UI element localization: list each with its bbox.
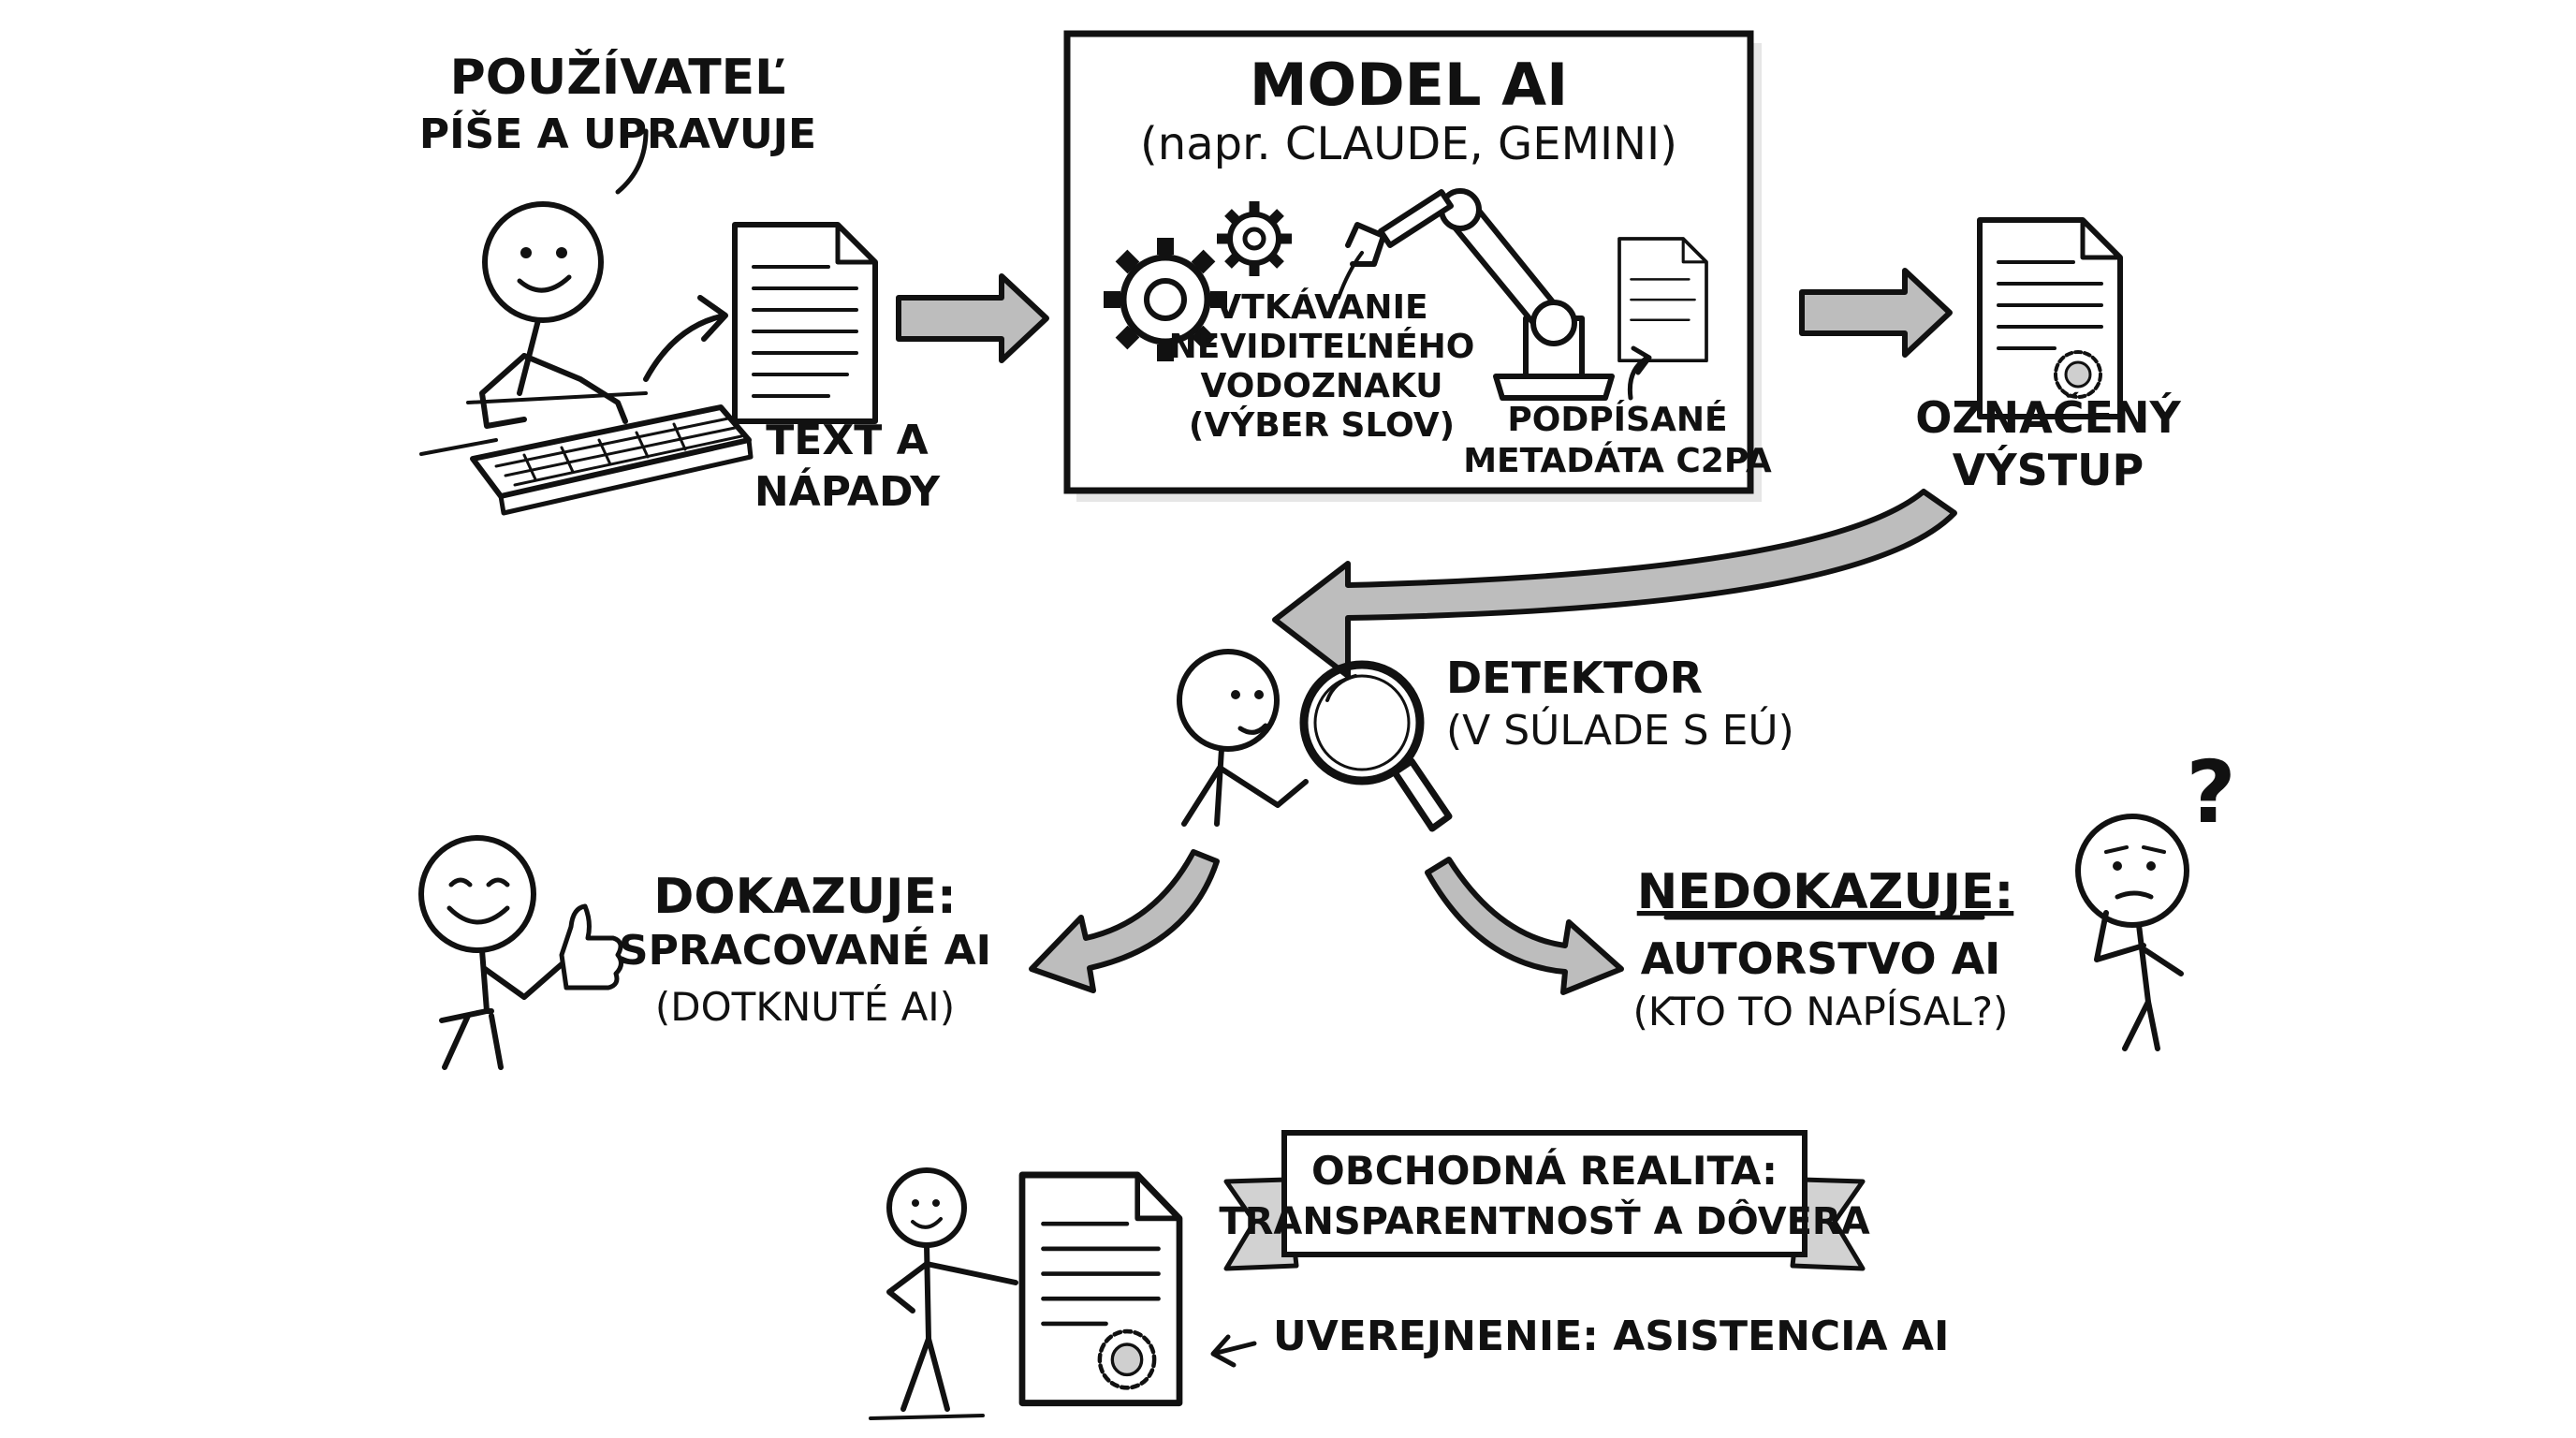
output-document-icon (1980, 220, 2120, 417)
typing-arrow (643, 295, 728, 382)
user-subtitle: PÍŠE A UPRAVUJE (419, 109, 816, 158)
arrow-to-detector-icon (1272, 489, 1957, 679)
gear-small-icon (1217, 201, 1292, 276)
arrow-to-output-icon (1799, 268, 1953, 358)
model-title: MODEL AI (1250, 51, 1568, 119)
banner-subtitle: TRANSPARENTNOSŤ A DÔVERA (1219, 1198, 1869, 1243)
robot-arm-icon (1345, 188, 1615, 401)
watermark-label-line4: (VÝBER SLOV) (1189, 404, 1455, 445)
magnifier-icon (1299, 660, 1453, 832)
detector-label-line2: (V SÚLADE S EÚ) (1446, 705, 1794, 755)
disclosure-label: UVEREJNENIE: ASISTENCIA AI (1273, 1313, 1949, 1360)
keyboard-icon (419, 404, 754, 516)
detector-figure (1177, 649, 1309, 827)
not-proves-line1: AUTORSTVO AI (1641, 933, 2001, 984)
user-title: POUŽÍVATEĽ (450, 49, 786, 106)
proves-title: DOKAZUJE: (653, 869, 957, 925)
banner-ribbon (1223, 1130, 1866, 1271)
model-subtitle: (napr. CLAUDE, GEMINI) (1140, 118, 1677, 170)
metadata-label-line2: METADÁTA C2PA (1463, 441, 1772, 480)
not-proves-title: NEDOKAZUJE: (1637, 864, 2014, 920)
output-label-line2: VÝSTUP (1953, 444, 2144, 495)
metadata-pointer-arrow (1627, 345, 1652, 401)
gear-large-icon (1104, 238, 1227, 361)
metadata-label-line1: PODPÍSANÉ (1507, 400, 1727, 439)
arrow-to-not-proves-icon (1425, 857, 1624, 995)
watermark-label-line1: VTKÁVANIE (1215, 287, 1427, 327)
input-doc-label-line1: TEXT A (766, 417, 928, 464)
proves-line1: SPRACOVANÉ AI (619, 925, 991, 975)
banner-title: OBCHODNÁ REALITA: (1311, 1147, 1778, 1194)
proves-line2: (DOTKNUTÉ AI) (655, 983, 955, 1030)
happy-figure (418, 835, 564, 1070)
watermark-label-line3: VODOZNAKU (1201, 367, 1443, 405)
input-document-icon (735, 225, 875, 421)
disclosure-document-icon (1022, 1175, 1179, 1403)
presenter-figure (869, 1167, 1018, 1420)
user-speech-line (615, 128, 649, 195)
metadata-document-icon (1617, 237, 1708, 363)
detector-label-line1: DETEKTOR (1446, 653, 1703, 703)
disclosure-pointer-arrow (1210, 1334, 1257, 1368)
confused-figure (2075, 814, 2189, 1051)
arrow-to-model-icon (896, 273, 1049, 363)
not-proves-line2: (KTO TO NAPÍSAL?) (1633, 988, 2009, 1034)
input-doc-label-line2: NÁPADY (754, 466, 941, 516)
output-label-line1: OZNAČENÝ (1915, 391, 2181, 443)
arrow-to-proves-icon (1029, 849, 1220, 993)
thumbs-up-icon (559, 903, 623, 990)
watermark-label-line2: NEVIDITEĽNÉHO (1169, 327, 1475, 366)
watermark-pointer-line (1337, 251, 1364, 300)
user-figure (466, 201, 648, 429)
question-mark-icon: ? (2186, 742, 2235, 843)
